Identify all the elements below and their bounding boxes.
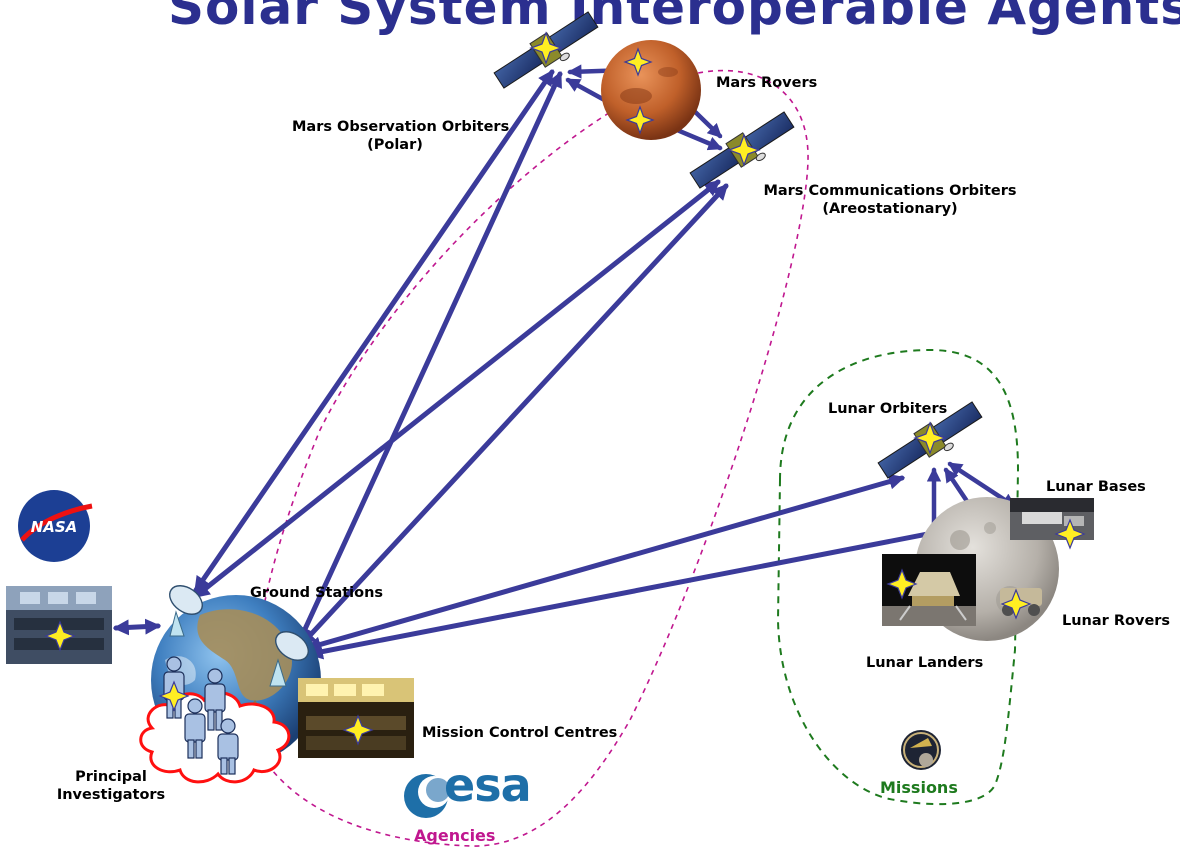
link-ground2-comm-orbiter bbox=[299, 183, 729, 647]
esa-logo-mark bbox=[404, 774, 450, 818]
label-mission-control-centres: Mission Control Centres bbox=[422, 725, 618, 741]
missions-boundary bbox=[776, 348, 1020, 806]
mission-control-image bbox=[298, 678, 414, 758]
label-mars-observation-orbiters-line1: Mars Observation Orbiters bbox=[292, 119, 510, 135]
esa-logo-text: esa bbox=[444, 758, 532, 812]
agent-star-icon bbox=[342, 714, 374, 746]
label-mars-rovers: Mars Rovers bbox=[716, 75, 818, 91]
agent-stars bbox=[44, 31, 1086, 746]
person-icon bbox=[217, 718, 239, 775]
label-lunar-landers: Lunar Landers bbox=[866, 655, 984, 671]
agent-star-icon bbox=[158, 680, 190, 712]
label-principal-investigators: Principal Investigators bbox=[56, 768, 166, 804]
mars-planet bbox=[601, 40, 701, 140]
agent-star-icon bbox=[44, 620, 76, 652]
nasa-logo-text: NASA bbox=[31, 518, 78, 536]
mars-comm-orbiter-satellite bbox=[689, 111, 795, 189]
label-agencies: Agencies bbox=[414, 826, 496, 845]
agent-star-icon bbox=[1054, 518, 1086, 550]
label-lunar-orbiters: Lunar Orbiters bbox=[828, 401, 948, 417]
link-ground-comm-orbiter bbox=[193, 179, 721, 599]
apollo-11-badge bbox=[901, 730, 941, 770]
agent-star-icon bbox=[529, 31, 563, 65]
label-lunar-rovers: Lunar Rovers bbox=[1062, 613, 1171, 629]
person-icon bbox=[184, 698, 206, 759]
ground-station-dish-2 bbox=[269, 631, 309, 687]
label-lunar-bases: Lunar Bases bbox=[1046, 479, 1146, 495]
lunar-lander-image bbox=[882, 554, 976, 626]
label-missions: Missions bbox=[880, 778, 958, 797]
label-mars-communications-orbiters-line1: Mars Communications Orbiters bbox=[763, 183, 1017, 199]
agent-star-icon bbox=[1000, 588, 1032, 620]
label-principal-investigators-line1: Principal bbox=[75, 769, 147, 785]
nasa-logo: NASA bbox=[18, 490, 93, 562]
label-mars-observation-orbiters: Mars Observation Orbiters (Polar) bbox=[292, 118, 510, 154]
agent-star-icon bbox=[625, 105, 655, 135]
label-ground-stations: Ground Stations bbox=[250, 585, 384, 601]
ground-station-dish-1 bbox=[169, 585, 203, 637]
label-mars-communications-orbiters-line2: (Areostationary) bbox=[822, 201, 958, 217]
person-icon bbox=[204, 668, 226, 731]
agent-star-icon bbox=[913, 421, 947, 455]
label-mars-observation-orbiters-line2: (Polar) bbox=[367, 137, 423, 153]
link-ground-lunar-orbiter bbox=[304, 473, 906, 653]
agent-star-icon bbox=[886, 568, 918, 600]
agent-star-icon bbox=[623, 47, 653, 77]
page-title: Solar System Interoperable Agents bbox=[168, 0, 1180, 36]
link-nasa-earth bbox=[112, 618, 162, 636]
lunar-base-image bbox=[1010, 498, 1094, 540]
label-mars-communications-orbiters: Mars Communications Orbiters (Areostatio… bbox=[762, 182, 1018, 218]
lunar-rover-image bbox=[1000, 588, 1042, 616]
agent-star-icon bbox=[727, 133, 761, 167]
label-principal-investigators-line2: Investigators bbox=[56, 787, 166, 803]
link-ground2-polar-orbiter bbox=[297, 71, 563, 643]
link-ground-lunar-base bbox=[306, 512, 1014, 660]
